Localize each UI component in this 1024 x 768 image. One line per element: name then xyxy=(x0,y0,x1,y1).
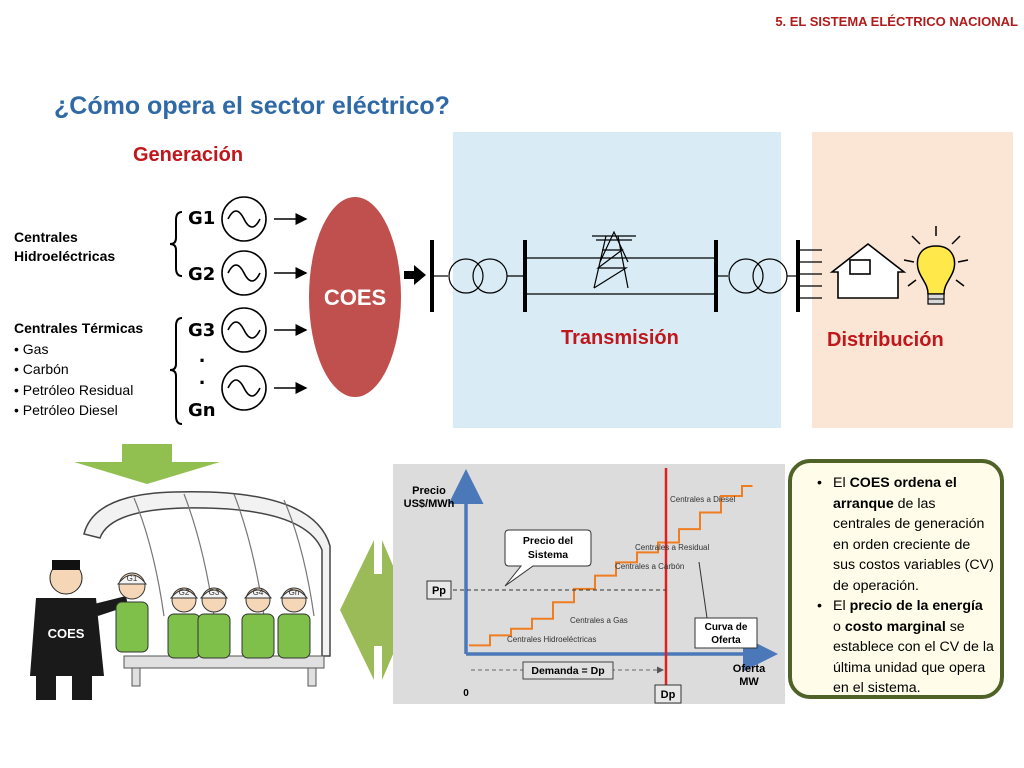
origin-label: 0 xyxy=(463,688,469,699)
worker-label: G3 xyxy=(209,588,220,597)
worker-label: G1 xyxy=(127,574,138,583)
thermal-item: • Petróleo Diesel xyxy=(14,402,118,418)
thermal-item: • Gas xyxy=(14,340,49,357)
thermal-list: Centrales Térmicas • Gas • Carbón • Petr… xyxy=(14,318,143,421)
y-axis-label: US$/MWh xyxy=(404,498,455,510)
bullet-text: o xyxy=(833,618,845,635)
coes-sign-text: COES xyxy=(48,626,85,641)
coes-cartoon-illustration: COES G1 G2 G3 G4 Gn xyxy=(30,490,331,700)
generator-label-g1: G1 xyxy=(188,208,216,229)
coes-ellipse xyxy=(309,197,401,397)
price-callout-text: Sistema xyxy=(528,549,568,561)
tier-label-coal: Centrales a Carbón xyxy=(615,562,684,571)
transmission-tower xyxy=(592,230,636,289)
section-header: 5. EL SISTEMA ELÉCTRICO NACIONAL xyxy=(775,14,1018,29)
tier-label-diesel: Centrales a Diesel xyxy=(670,495,736,504)
price-marker-box xyxy=(426,580,452,600)
coes-label: COES xyxy=(323,285,387,310)
generator-label-g2: G2 xyxy=(188,264,216,285)
bullet-text: se establece con el CV de la última unid… xyxy=(833,618,994,697)
brace-thermal xyxy=(169,317,183,425)
distribution-label: Distribución xyxy=(827,329,944,351)
transmission-lines xyxy=(525,257,716,295)
generator-label-g3: G3 xyxy=(188,320,216,341)
distribution-feeders xyxy=(800,249,822,299)
tier-label-gas: Centrales a Gas xyxy=(570,616,628,625)
generator-symbol-g3 xyxy=(221,307,267,353)
worker-figures xyxy=(115,572,311,659)
green-down-arrow xyxy=(74,444,220,484)
hydro-label-line: Hidroeléctricas xyxy=(14,248,116,264)
coes-boss-figure xyxy=(30,560,128,700)
ellipsis-dot: . xyxy=(199,364,206,389)
curve-callout-text: Curva de xyxy=(705,622,748,633)
worker-label: Gn xyxy=(289,588,300,597)
curve-callout xyxy=(694,617,758,649)
thermal-heading: Centrales Térmicas xyxy=(14,320,144,336)
demand-marker: Dp xyxy=(661,689,676,701)
canopy xyxy=(83,490,331,657)
bullet-emphasis: COES ordena el arranque xyxy=(833,475,957,512)
generator-symbol-g2 xyxy=(221,250,267,296)
bullet-item: El COES ordena el arranque de las centra… xyxy=(817,473,994,596)
light-bulb-icon xyxy=(903,226,969,305)
supply-curve xyxy=(469,485,753,647)
bullet-text: de las centrales de generación en orden … xyxy=(833,495,994,594)
hydro-label-line: Centrales xyxy=(14,229,78,245)
thermal-item: • Petróleo Residual xyxy=(14,381,134,398)
supply-curve-chart: Precio US$/MWh Oferta MW 0 Pp Dp Demanda… xyxy=(404,468,778,704)
curve-callout-text: Oferta xyxy=(711,635,741,646)
generator-symbol-g1 xyxy=(221,196,267,242)
tier-label-residual: Centrales a Residual xyxy=(635,543,709,552)
transformer-step-up xyxy=(448,258,508,294)
bullet-emphasis: costo marginal xyxy=(844,618,946,635)
bullet-emphasis: precio de la energía xyxy=(849,598,983,614)
ellipsis-dot: . xyxy=(199,342,206,367)
demand-label: Demanda = Dp xyxy=(531,665,604,677)
worker-label: G2 xyxy=(179,588,190,597)
transformer-step-down xyxy=(728,258,788,294)
price-callout xyxy=(504,529,592,587)
explanation-box: El COES ordena el arranque de las centra… xyxy=(788,459,1004,699)
transmission-label: Transmisión xyxy=(561,327,679,349)
bullet-list: El COES ordena el arranque de las centra… xyxy=(792,463,1000,699)
x-axis-label: Oferta xyxy=(733,663,766,675)
y-axis-label: Precio xyxy=(412,485,446,497)
page-title: ¿Cómo opera el sector eléctrico? xyxy=(54,92,450,120)
hydro-label: Centrales Hidroeléctricas xyxy=(14,228,115,266)
generation-heading: Generación xyxy=(133,144,244,166)
generator-label-gn: Gn xyxy=(188,400,216,421)
tier-label-hydro: Centrales Hidroeléctricas xyxy=(507,635,596,644)
generator-arrows xyxy=(274,213,308,394)
curve-callout-pointer xyxy=(698,561,708,619)
bullet-item: El precio de la energía o costo marginal… xyxy=(817,596,994,699)
demand-marker-box xyxy=(654,684,682,704)
price-callout-text: Precio del xyxy=(523,535,573,547)
bullet-text: El xyxy=(833,475,850,491)
coes-output-arrow xyxy=(404,265,426,285)
demand-label-box xyxy=(522,661,614,680)
price-marker: Pp xyxy=(432,585,446,597)
x-axis-label: MW xyxy=(739,676,759,688)
bullet-text: El xyxy=(833,598,850,614)
thermal-item: • Carbón xyxy=(14,361,69,377)
transmission-panel xyxy=(453,132,781,428)
generator-symbol-gn xyxy=(221,365,267,411)
house-icon xyxy=(829,242,907,299)
worker-label: G4 xyxy=(253,588,264,597)
brace-hydro xyxy=(169,211,183,277)
